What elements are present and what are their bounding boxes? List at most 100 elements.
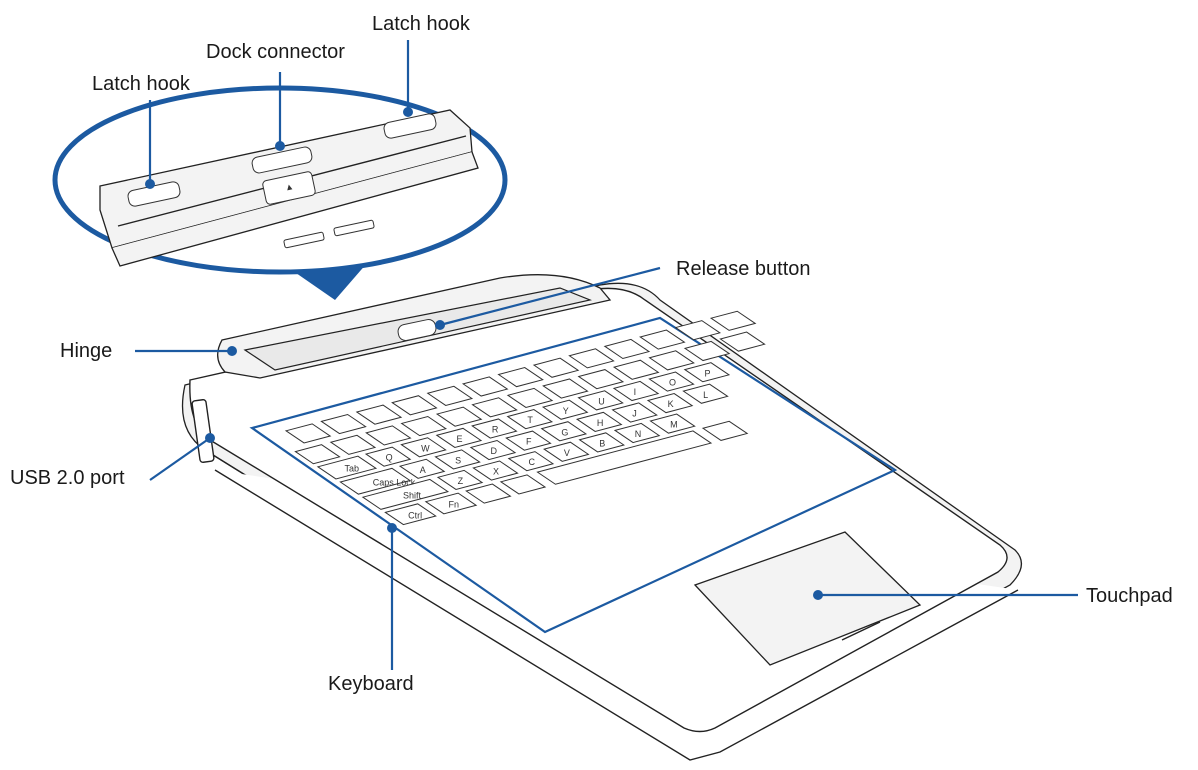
keyboard-key-label: M: [670, 420, 678, 430]
keyboard-key-label: Shift: [403, 490, 422, 500]
function-key: [532, 357, 580, 378]
dot-touchpad: [813, 590, 823, 600]
letter-key-j: J: [611, 402, 658, 423]
keyboard-key-label: R: [492, 425, 499, 435]
zoom-dock-connector: [251, 146, 313, 174]
number-key: [612, 359, 660, 380]
number-key: [400, 415, 448, 437]
label-usb-port: USB 2.0 port: [10, 467, 125, 489]
dot-latch-hook-right: [403, 107, 413, 117]
letter-key-o: O: [648, 371, 695, 392]
function-key: [639, 329, 686, 350]
number-key: [365, 425, 412, 446]
letter-key-v: V: [543, 441, 590, 462]
number-key: [506, 387, 554, 408]
leader-usb-port: [149, 437, 211, 481]
leader-release-button: [439, 266, 661, 327]
keyboard-key-label: P: [704, 368, 710, 378]
keyboard-key-label: Z: [458, 476, 464, 486]
label-release-button: Release button: [676, 258, 811, 280]
dot-latch-hook-left: [145, 179, 155, 189]
keyboard-key-label: K: [668, 399, 674, 409]
letter-key-c: C: [507, 451, 555, 472]
letter-key-m: M: [649, 413, 696, 434]
keyboard-key-label: U: [598, 396, 605, 406]
function-key: [461, 376, 509, 397]
shift-key: Shift: [361, 478, 450, 510]
keyboard-key-label: G: [561, 427, 568, 437]
letter-key-a: A: [398, 458, 446, 479]
number-key: [471, 397, 518, 418]
keyboard-key-label: C: [528, 457, 535, 467]
letter-key-q: Q: [364, 446, 412, 467]
keyboard-key-label: W: [421, 443, 430, 453]
keyboard-key-label: X: [493, 467, 499, 477]
letter-key-x: X: [472, 460, 519, 481]
letter-key-u: U: [577, 390, 624, 411]
ctrl-key: Ctrl: [384, 503, 437, 526]
number-key: [329, 434, 377, 455]
function-key: [497, 367, 544, 388]
zoom-release-button: [262, 171, 316, 205]
zoom-latch-hook-right: [383, 113, 437, 139]
letter-key-r: R: [471, 418, 518, 439]
function-key: [709, 310, 757, 331]
letter-key-t: T: [506, 409, 554, 430]
function-key: [391, 395, 438, 416]
letter-key-b: B: [578, 432, 626, 453]
function-key: [320, 413, 367, 435]
keyboard-outline: [249, 316, 898, 634]
fn-key: Fn: [424, 492, 478, 515]
space-key: [536, 430, 713, 485]
number-key: [577, 369, 625, 390]
tab-key: Tab: [316, 455, 378, 480]
home-key: [465, 483, 512, 504]
keyboard-key-label: Y: [563, 406, 569, 416]
letter-key-k: K: [646, 393, 694, 414]
letter-key-i: I: [612, 380, 660, 402]
leader-lines: [135, 40, 1078, 670]
keyboard-key-label: E: [457, 434, 463, 444]
letter-key-p: P: [683, 362, 731, 383]
letter-key-d: D: [469, 439, 517, 461]
letter-key-h: H: [575, 411, 623, 432]
dot-dock-connector: [275, 141, 285, 151]
function-key: [674, 320, 722, 341]
keyboard-key-label: H: [597, 418, 604, 428]
keyboard-key-label: Caps Lock: [373, 477, 416, 487]
keyboard-key-label: I: [634, 387, 637, 397]
keyboard-key-label: F: [526, 437, 532, 447]
letter-key-n: N: [613, 422, 661, 444]
function-key: [426, 385, 474, 406]
number-key: [542, 378, 589, 399]
label-touchpad: Touchpad: [1086, 585, 1173, 607]
letter-key-l: L: [682, 383, 729, 404]
function-key: [284, 423, 332, 444]
search-key: [499, 474, 547, 495]
label-dock-connector: Dock connector: [206, 41, 345, 63]
keyboard-key-label: J: [632, 409, 637, 419]
letter-key-z: Z: [436, 469, 484, 491]
label-keyboard: Keyboard: [328, 673, 414, 695]
letter-key-e: E: [435, 427, 483, 448]
dot-usb-port: [205, 433, 215, 443]
keyboard-key-label: A: [420, 465, 426, 475]
letter-key-w: W: [400, 437, 447, 458]
zoom-inset: ▲: [52, 85, 508, 300]
keyboard-key-label: T: [527, 415, 533, 425]
letter-key-f: F: [505, 430, 552, 451]
touchpad-shape: [693, 531, 922, 666]
label-latch-hook-right: Latch hook: [372, 13, 470, 35]
label-hinge: Hinge: [60, 340, 113, 362]
keyboard-key-label: Fn: [449, 500, 460, 510]
function-key: [355, 404, 403, 425]
usb-port-shape: [191, 399, 215, 463]
keyboard-key-label: Q: [386, 453, 393, 463]
function-key: [568, 348, 615, 369]
dot-release-button: [435, 320, 445, 330]
number-key: [648, 350, 695, 371]
keyboard-key-label: N: [635, 429, 642, 439]
